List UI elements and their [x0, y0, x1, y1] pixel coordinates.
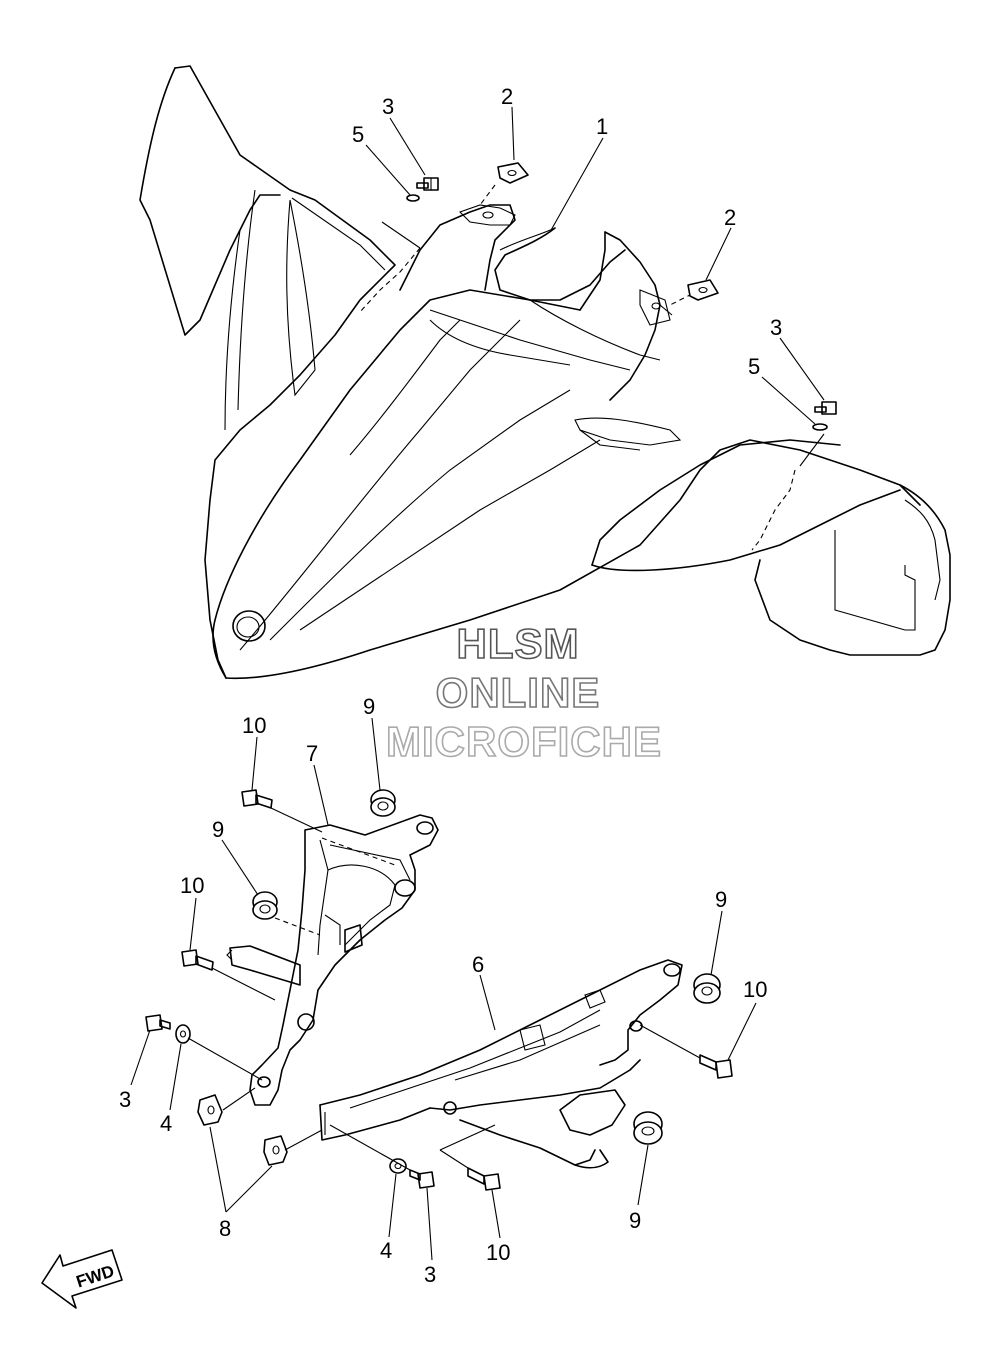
- callout-3: 3: [119, 1087, 131, 1112]
- callout-10: 10: [242, 713, 266, 738]
- bolt-10-d: [467, 1167, 501, 1191]
- watermark-line-2: ONLINE: [436, 669, 601, 716]
- callout-7: 7: [306, 741, 318, 766]
- fender-washer-5-left: [406, 194, 420, 202]
- callout-4: 4: [160, 1111, 172, 1136]
- callout-10: 10: [743, 977, 767, 1002]
- grommet-9-c: [693, 973, 721, 1004]
- callout-labels: 1 2 2 3 3 3 3 4 4 5 5 6 7 8 9 9 9 9 10 1…: [119, 84, 782, 1287]
- bolt-10-c: [699, 1054, 733, 1079]
- bolt-3-lower-right: [409, 1169, 435, 1189]
- callout-10: 10: [486, 1240, 510, 1265]
- washer-4-left: [175, 1024, 191, 1044]
- nut-8-left: [197, 1094, 223, 1126]
- callout-10: 10: [180, 873, 204, 898]
- nut-8-right: [263, 1135, 288, 1166]
- callout-3: 3: [770, 315, 782, 340]
- callout-3: 3: [382, 94, 394, 119]
- fender-nut-2-right: [687, 279, 719, 301]
- fender-washer-5-right: [812, 423, 828, 431]
- callout-9: 9: [363, 694, 375, 719]
- fwd-direction-badge: FWD: [41, 1249, 123, 1309]
- callout-1: 1: [596, 114, 608, 139]
- front-fender: [139, 65, 951, 680]
- callout-2: 2: [724, 205, 736, 230]
- watermark-line-1: HLSM: [457, 620, 580, 667]
- callout-3: 3: [424, 1262, 436, 1287]
- callout-9: 9: [212, 817, 224, 842]
- bolt-10-b: [181, 949, 214, 971]
- watermark: HLSM ONLINE MICROFICHE: [385, 619, 662, 766]
- fender-bolt-3-left: [416, 177, 439, 191]
- bracket-6: [319, 959, 683, 1169]
- callout-9: 9: [715, 887, 727, 912]
- bracket-7: [226, 814, 439, 1106]
- callout-8: 8: [219, 1216, 231, 1241]
- fender-bolt-3-right: [814, 401, 837, 415]
- callout-4: 4: [380, 1238, 392, 1263]
- fender-nut-2-left: [497, 162, 529, 184]
- callout-2: 2: [501, 84, 513, 109]
- arrow-icon: [41, 1249, 123, 1309]
- grommet-9-d: [633, 1111, 663, 1145]
- callout-9: 9: [629, 1208, 641, 1233]
- callout-6: 6: [472, 952, 484, 977]
- leader-lines: [130, 106, 825, 1261]
- bolt-10-a: [241, 789, 273, 809]
- callout-5: 5: [352, 122, 364, 147]
- grommet-9-a: [370, 789, 396, 817]
- watermark-line-3: MICROFICHE: [386, 718, 662, 765]
- callout-5: 5: [748, 354, 760, 379]
- grommet-9-b: [252, 891, 278, 920]
- bolt-3-lower-left: [145, 1014, 171, 1032]
